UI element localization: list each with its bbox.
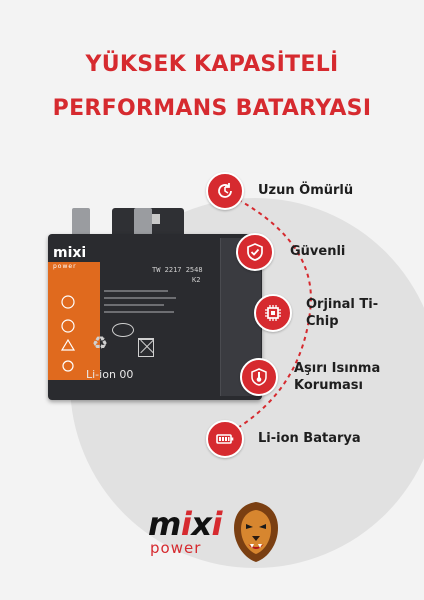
feature-label-long-life: Uzun Ömürlü [258,183,354,198]
recycle-icon: ♻ [92,333,109,354]
feature-label-safe: Güvenli [290,244,346,259]
feature-label-overheat-protection: Aşırı Isınma Koruması [294,361,381,393]
battery-chemistry: Li-ion 00 [86,368,134,381]
battery-cert-mark [112,323,134,337]
lion-head-icon [234,502,278,562]
battery-tab-1 [72,208,90,238]
battery-code: TW 2217 2548 [152,266,203,274]
battery-fine-print [104,304,164,306]
battery-fine-print [104,290,168,292]
crossed-bin-icon [138,338,154,357]
battery-warning-icons [60,295,76,372]
thermometer-icon [240,358,278,396]
clock-rotate-icon [206,172,244,210]
battery-orange-label [48,262,100,380]
feature-label-li-ion: Li-ion Batarya [258,431,361,446]
feature-label-original-chip: Orjinal Ti-Chip [306,297,379,329]
battery-fine-print [104,311,174,313]
brand-wordmark: mixi [148,505,222,543]
chip-icon [254,294,292,332]
battery-tab-2 [134,208,152,238]
brand-tagline: power [150,539,202,557]
battery-connector [146,214,160,224]
battery-model: K2 [192,276,201,284]
battery-icon [206,420,244,458]
brand-logo: mixi power [148,508,244,556]
shield-check-icon [236,233,274,271]
battery-fine-print [104,297,176,299]
headline-line-2: PERFORMANS BATARYASI [52,96,372,121]
headline-line-1: YÜKSEK KAPASİTELİ [85,52,339,77]
